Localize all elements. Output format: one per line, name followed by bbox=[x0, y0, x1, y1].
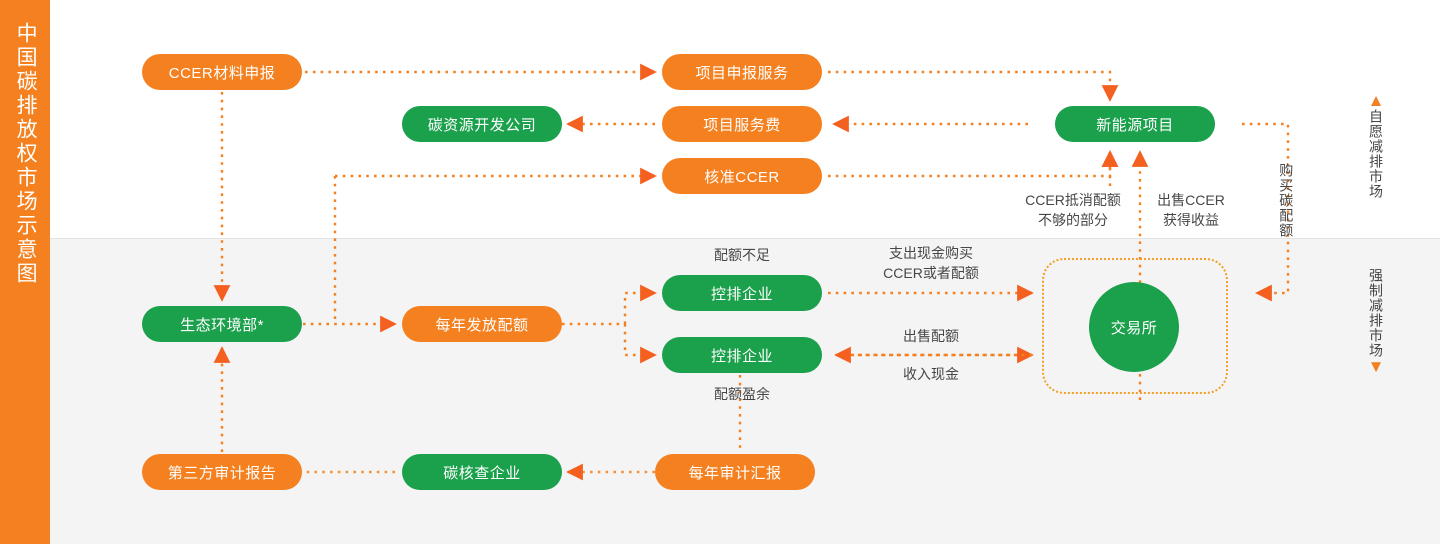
node-new-energy-project[interactable]: 新能源项目 bbox=[1055, 106, 1215, 142]
label-pay-cash-buy: 支出现金购买 CCER或者配额 bbox=[883, 245, 979, 282]
node-label: 每年审计汇报 bbox=[688, 464, 782, 482]
node-label: 碳资源开发公司 bbox=[427, 116, 537, 134]
label-ccer-offset-shortfall: CCER抵消配额 不够的部分 bbox=[1025, 192, 1121, 229]
exchange-group-frame bbox=[1042, 258, 1228, 394]
arrow-down-icon: ▼ bbox=[1367, 357, 1385, 376]
node-third-party-audit-report[interactable]: 第三方审计报告 bbox=[142, 454, 302, 490]
node-label: 控排企业 bbox=[710, 285, 773, 303]
node-carbon-resource-company[interactable]: 碳资源开发公司 bbox=[402, 106, 562, 142]
node-label: 交易所 bbox=[1110, 319, 1158, 337]
node-project-declaration-service[interactable]: 项目申报服务 bbox=[662, 54, 822, 90]
label-quota-insufficient: 配额不足 bbox=[714, 247, 770, 263]
arrow-up-icon: ▲ bbox=[1367, 91, 1385, 110]
node-label: 项目服务费 bbox=[703, 116, 781, 134]
node-ccer-material-declaration[interactable]: CCER材料申报 bbox=[142, 54, 302, 90]
node-label: 生态环境部* bbox=[180, 316, 264, 334]
node-label: 控排企业 bbox=[710, 347, 773, 365]
node-project-service-fee[interactable]: 项目服务费 bbox=[662, 106, 822, 142]
page-title: 中国碳排放权市场示意图 bbox=[14, 22, 38, 286]
node-carbon-verification-company[interactable]: 碳核查企业 bbox=[402, 454, 562, 490]
legend-voluntary-market: ▲ 自愿减排市场 bbox=[1366, 92, 1386, 199]
node-label: 项目申报服务 bbox=[695, 64, 789, 82]
node-approved-ccer[interactable]: 核准CCER bbox=[662, 158, 822, 194]
node-label: 核准CCER bbox=[704, 168, 780, 186]
node-label: 碳核查企业 bbox=[443, 464, 521, 482]
node-exchange[interactable]: 交易所 bbox=[1089, 282, 1179, 372]
label-buy-carbon-quota: 购买碳配额 bbox=[1278, 163, 1295, 238]
node-ministry-of-ecology[interactable]: 生态环境部* bbox=[142, 306, 302, 342]
label-sell-ccer-gain: 出售CCER 获得收益 bbox=[1157, 192, 1225, 229]
node-annual-quota-issue[interactable]: 每年发放配额 bbox=[402, 306, 562, 342]
node-label: 每年发放配额 bbox=[435, 316, 529, 334]
label-sell-quota: 出售配额 bbox=[903, 328, 959, 344]
label-quota-surplus: 配额盈余 bbox=[714, 386, 770, 402]
legend-compliance-market: 强制减排市场 ▼ bbox=[1366, 268, 1386, 375]
node-annual-audit-report[interactable]: 每年审计汇报 bbox=[655, 454, 815, 490]
node-controlled-enterprise-1[interactable]: 控排企业 bbox=[662, 275, 822, 311]
legend-voluntary-label: 自愿减排市场 bbox=[1368, 109, 1384, 199]
node-controlled-enterprise-2[interactable]: 控排企业 bbox=[662, 337, 822, 373]
label-receive-cash: 收入现金 bbox=[903, 366, 959, 382]
diagram-title-strip: 中国碳排放权市场示意图 bbox=[0, 0, 50, 544]
node-label: CCER材料申报 bbox=[168, 64, 276, 82]
node-label: 新能源项目 bbox=[1096, 116, 1174, 134]
node-label: 第三方审计报告 bbox=[167, 464, 277, 482]
legend-compliance-label: 强制减排市场 bbox=[1368, 268, 1384, 358]
